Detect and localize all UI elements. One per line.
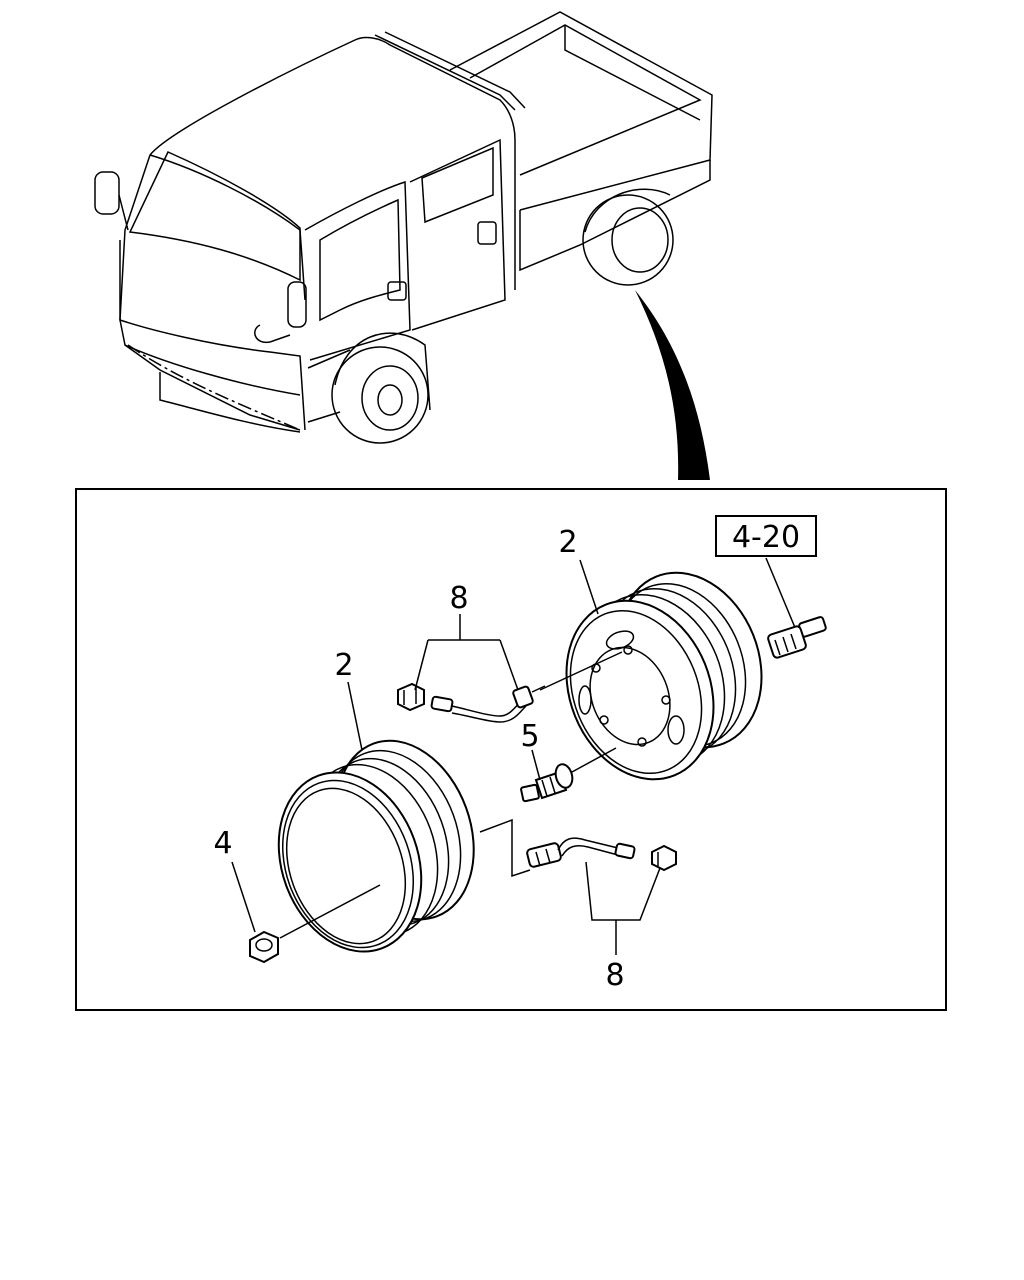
rim-rear xyxy=(565,571,763,781)
extension-tube-upper xyxy=(397,682,546,723)
ref-box-label: 4-20 xyxy=(732,520,800,555)
callout-valve: 5 xyxy=(520,719,539,754)
callout-rim-rear: 2 xyxy=(558,525,577,560)
reference-box: 4-20 xyxy=(715,515,817,557)
pointer-arrow xyxy=(635,290,710,480)
truck-illustration xyxy=(94,11,713,444)
callout-nut: 4 xyxy=(213,826,232,861)
extension-tube-lower xyxy=(526,837,677,872)
callout-rim-front: 2 xyxy=(334,648,353,683)
detail-frame xyxy=(75,488,947,1011)
valve xyxy=(520,763,574,803)
callout-tube-lower: 8 xyxy=(605,958,624,993)
rim-front xyxy=(277,739,475,953)
callout-tube-upper: 8 xyxy=(449,581,468,616)
wheel-stud xyxy=(767,616,827,659)
wheel-nut xyxy=(249,930,279,964)
